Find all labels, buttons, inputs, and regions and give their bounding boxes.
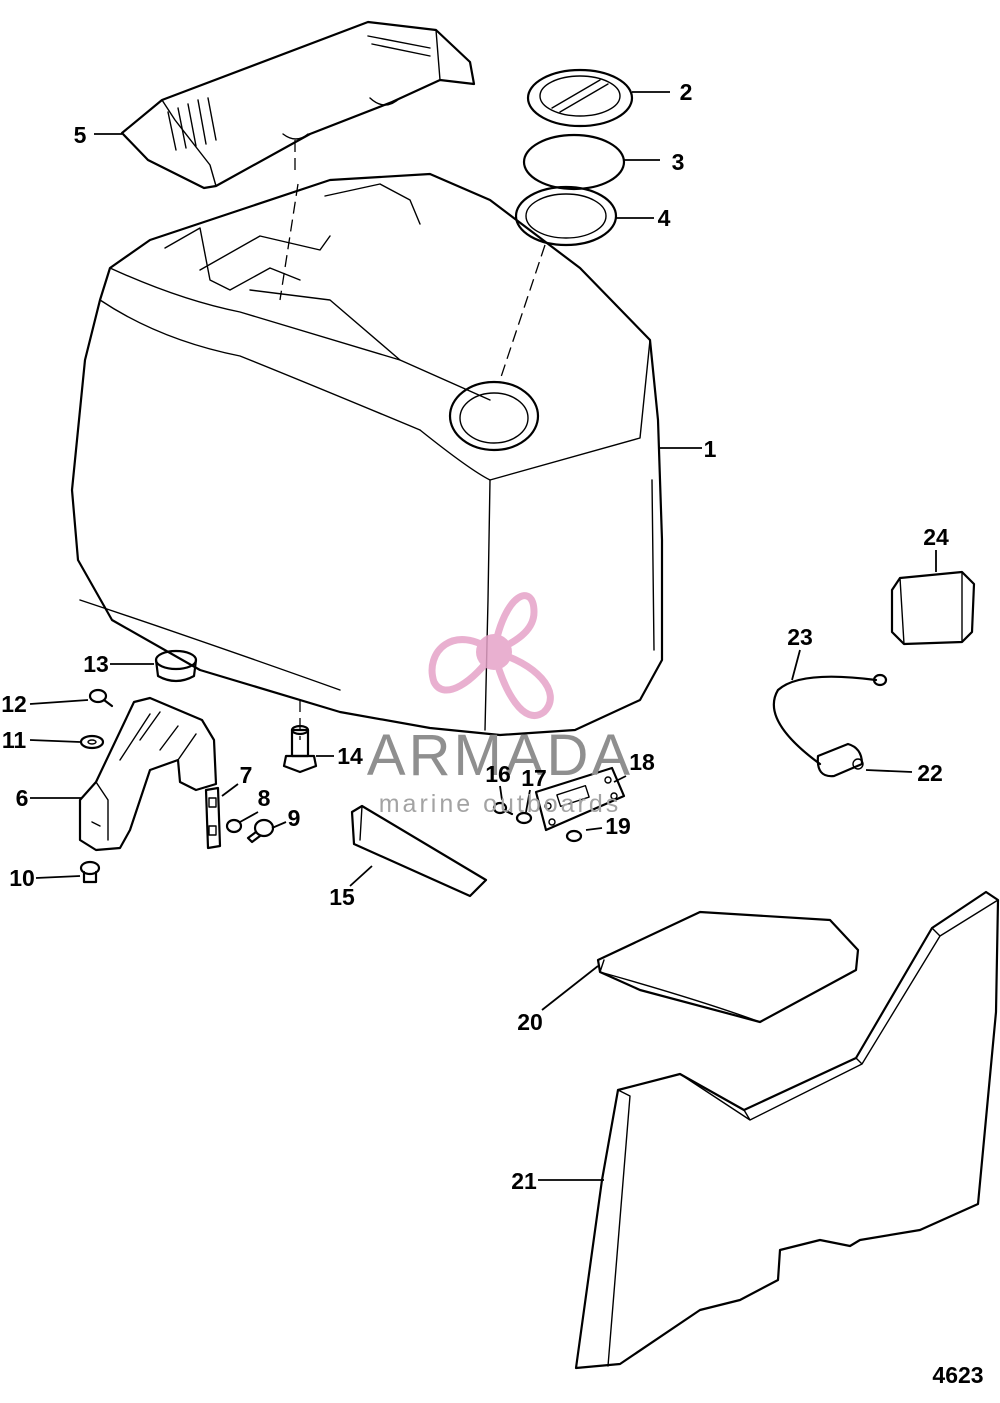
leader-lines xyxy=(29,91,937,1181)
callout-labels: 2 3 4 5 1 24 23 13 12 11 6 10 7 8 9 14 1… xyxy=(1,79,949,1194)
figure-number: 4623 xyxy=(932,1362,983,1388)
part-12-screw xyxy=(88,688,114,708)
part-23-lanyard xyxy=(772,673,888,766)
part-17-washer xyxy=(515,811,533,825)
callout-2: 2 xyxy=(680,79,693,105)
part-20-pad xyxy=(596,910,860,1024)
callout-1: 1 xyxy=(704,436,717,462)
part-1-engine-cowl xyxy=(70,172,664,737)
part-19-nut xyxy=(565,829,583,843)
part-6-latch-bracket xyxy=(78,696,218,852)
part-24-cap xyxy=(890,570,976,646)
callout-18: 18 xyxy=(629,749,655,775)
callout-17: 17 xyxy=(521,765,547,791)
part-8-nut xyxy=(225,818,243,834)
watermark-tagline: marine outboards xyxy=(379,790,622,818)
part-18-latch-plate xyxy=(534,766,626,832)
callout-15: 15 xyxy=(329,884,355,910)
callout-6: 6 xyxy=(16,785,29,811)
callout-3: 3 xyxy=(672,149,685,175)
part-4-ring xyxy=(514,185,618,247)
part-22-clip xyxy=(816,742,864,778)
watermark: ARMADA marine outboards xyxy=(367,592,633,818)
part-10-pin xyxy=(79,860,101,884)
callout-23: 23 xyxy=(787,624,813,650)
part-11-washer xyxy=(79,734,105,750)
callout-4: 4 xyxy=(658,205,671,231)
callout-16: 16 xyxy=(485,761,511,787)
callout-20: 20 xyxy=(517,1009,543,1035)
part-2-cap xyxy=(526,68,634,128)
part-5-top-cover xyxy=(120,20,476,190)
callout-24: 24 xyxy=(923,524,949,550)
watermark-brand: ARMADA xyxy=(367,723,633,788)
callout-5: 5 xyxy=(74,122,87,148)
propeller-icon xyxy=(428,592,554,719)
callout-14: 14 xyxy=(337,743,363,769)
callout-13: 13 xyxy=(83,651,109,677)
callout-21: 21 xyxy=(511,1168,537,1194)
callout-22: 22 xyxy=(917,760,943,786)
part-9-bolt xyxy=(246,818,275,844)
callout-19: 19 xyxy=(605,813,631,839)
part-7-plate xyxy=(204,786,222,850)
callout-10: 10 xyxy=(9,865,35,891)
part-14-stud xyxy=(282,724,318,774)
part-21-foam-panel xyxy=(574,890,1000,1370)
assembly-line-fuel-cap xyxy=(499,244,546,381)
callout-7: 7 xyxy=(240,762,253,788)
part-15-seal-strip xyxy=(350,804,488,898)
part-16-screw xyxy=(492,801,514,816)
part-3-seal xyxy=(522,133,626,191)
callout-9: 9 xyxy=(288,805,301,831)
callout-12: 12 xyxy=(1,691,27,717)
callout-11: 11 xyxy=(2,727,27,753)
callout-8: 8 xyxy=(258,785,271,811)
part-13-grommet xyxy=(154,649,198,683)
assembly-line-top-cover xyxy=(279,140,299,301)
